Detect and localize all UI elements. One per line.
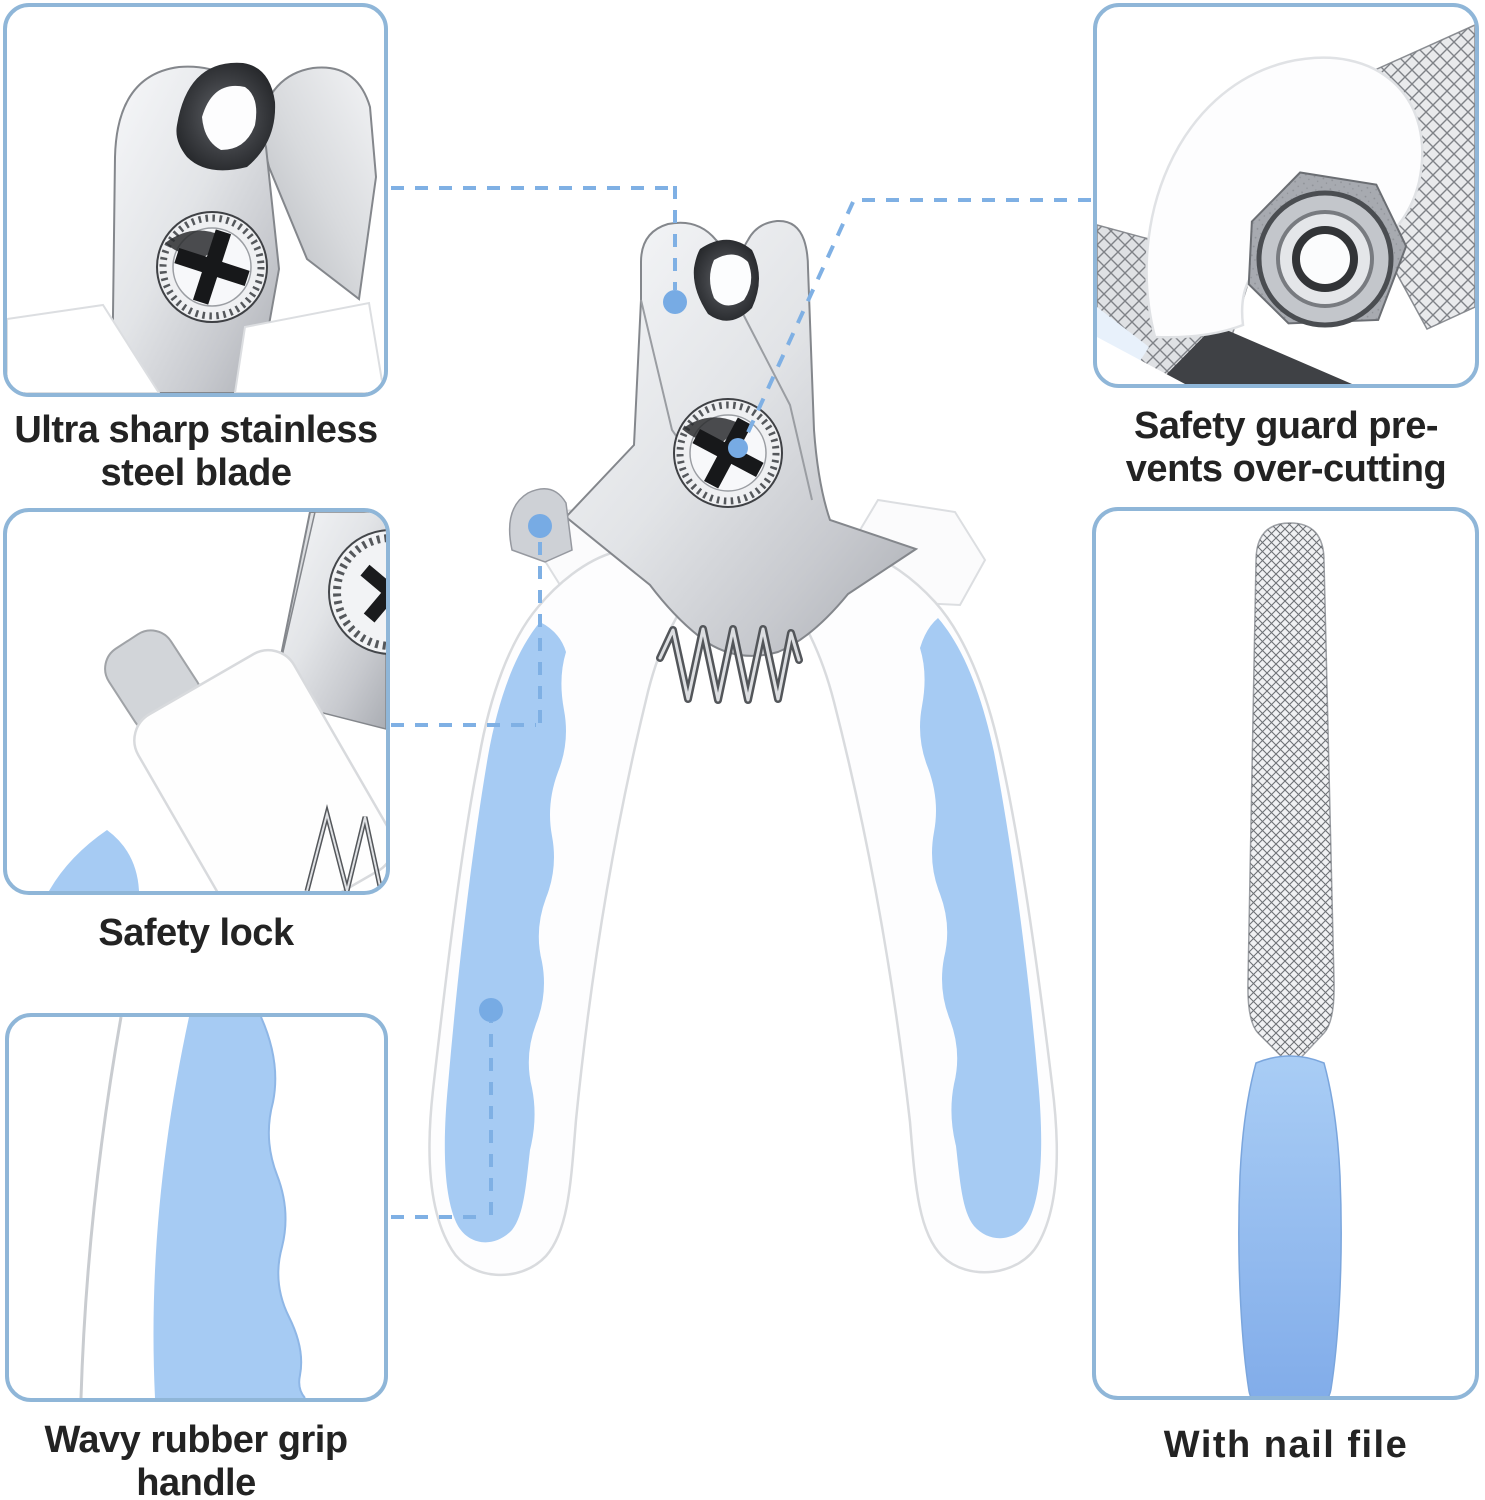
- caption-wavy-grip-line1: Wavy rubber grip: [44, 1419, 348, 1461]
- caption-nail-file: With nail file: [1087, 1424, 1485, 1467]
- callout-box-wavy-grip: [5, 1013, 388, 1402]
- grip-closeup-illustration: [79, 1017, 306, 1398]
- leader-line-safety-lock: [391, 538, 542, 727]
- caption-ultra-sharp-line2: steel blade: [100, 452, 292, 494]
- callout-box-safety-lock: [3, 508, 390, 895]
- leader-line-wavy-grip: [391, 1022, 493, 1219]
- caption-wavy-grip-line2: handle: [136, 1462, 256, 1500]
- grip-blue-band: [153, 1017, 305, 1398]
- left-grip-rubber: [444, 622, 566, 1243]
- caption-ultra-sharp: Ultra sharp stainless steel blade: [0, 409, 392, 495]
- blade-closeup-illustration: [7, 62, 384, 393]
- pivot-screw-icon: [673, 398, 783, 508]
- caption-safety-guard: Safety guard pre- vents over-cutting: [1087, 405, 1485, 491]
- caption-safety-guard-line1: Safety guard pre-: [1133, 405, 1439, 447]
- safety-guard-closeup-illustration: [1097, 24, 1475, 384]
- caption-nail-file-line1: With nail file: [1163, 1424, 1409, 1466]
- caption-safety-lock: Safety lock: [0, 912, 392, 955]
- leader-line-safety-guard: [738, 198, 1091, 451]
- safety-lock-closeup-illustration: [49, 512, 386, 891]
- knurled-screw-arc-icon: [328, 529, 386, 655]
- callout-dot-safety-lock: [528, 514, 552, 538]
- leader-line-ultra-sharp: [391, 186, 677, 290]
- file-handle: [1238, 1055, 1342, 1396]
- caption-ultra-sharp-line1: Ultra sharp stainless: [14, 409, 378, 451]
- callout-dot-safety-guard: [728, 438, 748, 458]
- spring: [656, 625, 803, 704]
- caption-safety-lock-line1: Safety lock: [98, 912, 294, 954]
- callout-dot-ultra-sharp: [663, 290, 687, 314]
- caption-safety-guard-line2: vents over-cutting: [1125, 448, 1447, 490]
- callout-box-safety-guard: [1093, 3, 1479, 388]
- callout-box-ultra-sharp: [3, 3, 388, 397]
- callout-dot-wavy-grip: [479, 998, 503, 1022]
- right-grip-rubber: [920, 618, 1042, 1239]
- lock-white-body: [133, 648, 386, 891]
- callout-box-nail-file: [1092, 507, 1479, 1400]
- nail-file-illustration: [1238, 522, 1342, 1396]
- pivot-screw-closeup-icon: [156, 211, 268, 323]
- caption-wavy-grip: Wavy rubber grip handle: [0, 1419, 392, 1500]
- blade-aperture-highlight: [710, 254, 752, 306]
